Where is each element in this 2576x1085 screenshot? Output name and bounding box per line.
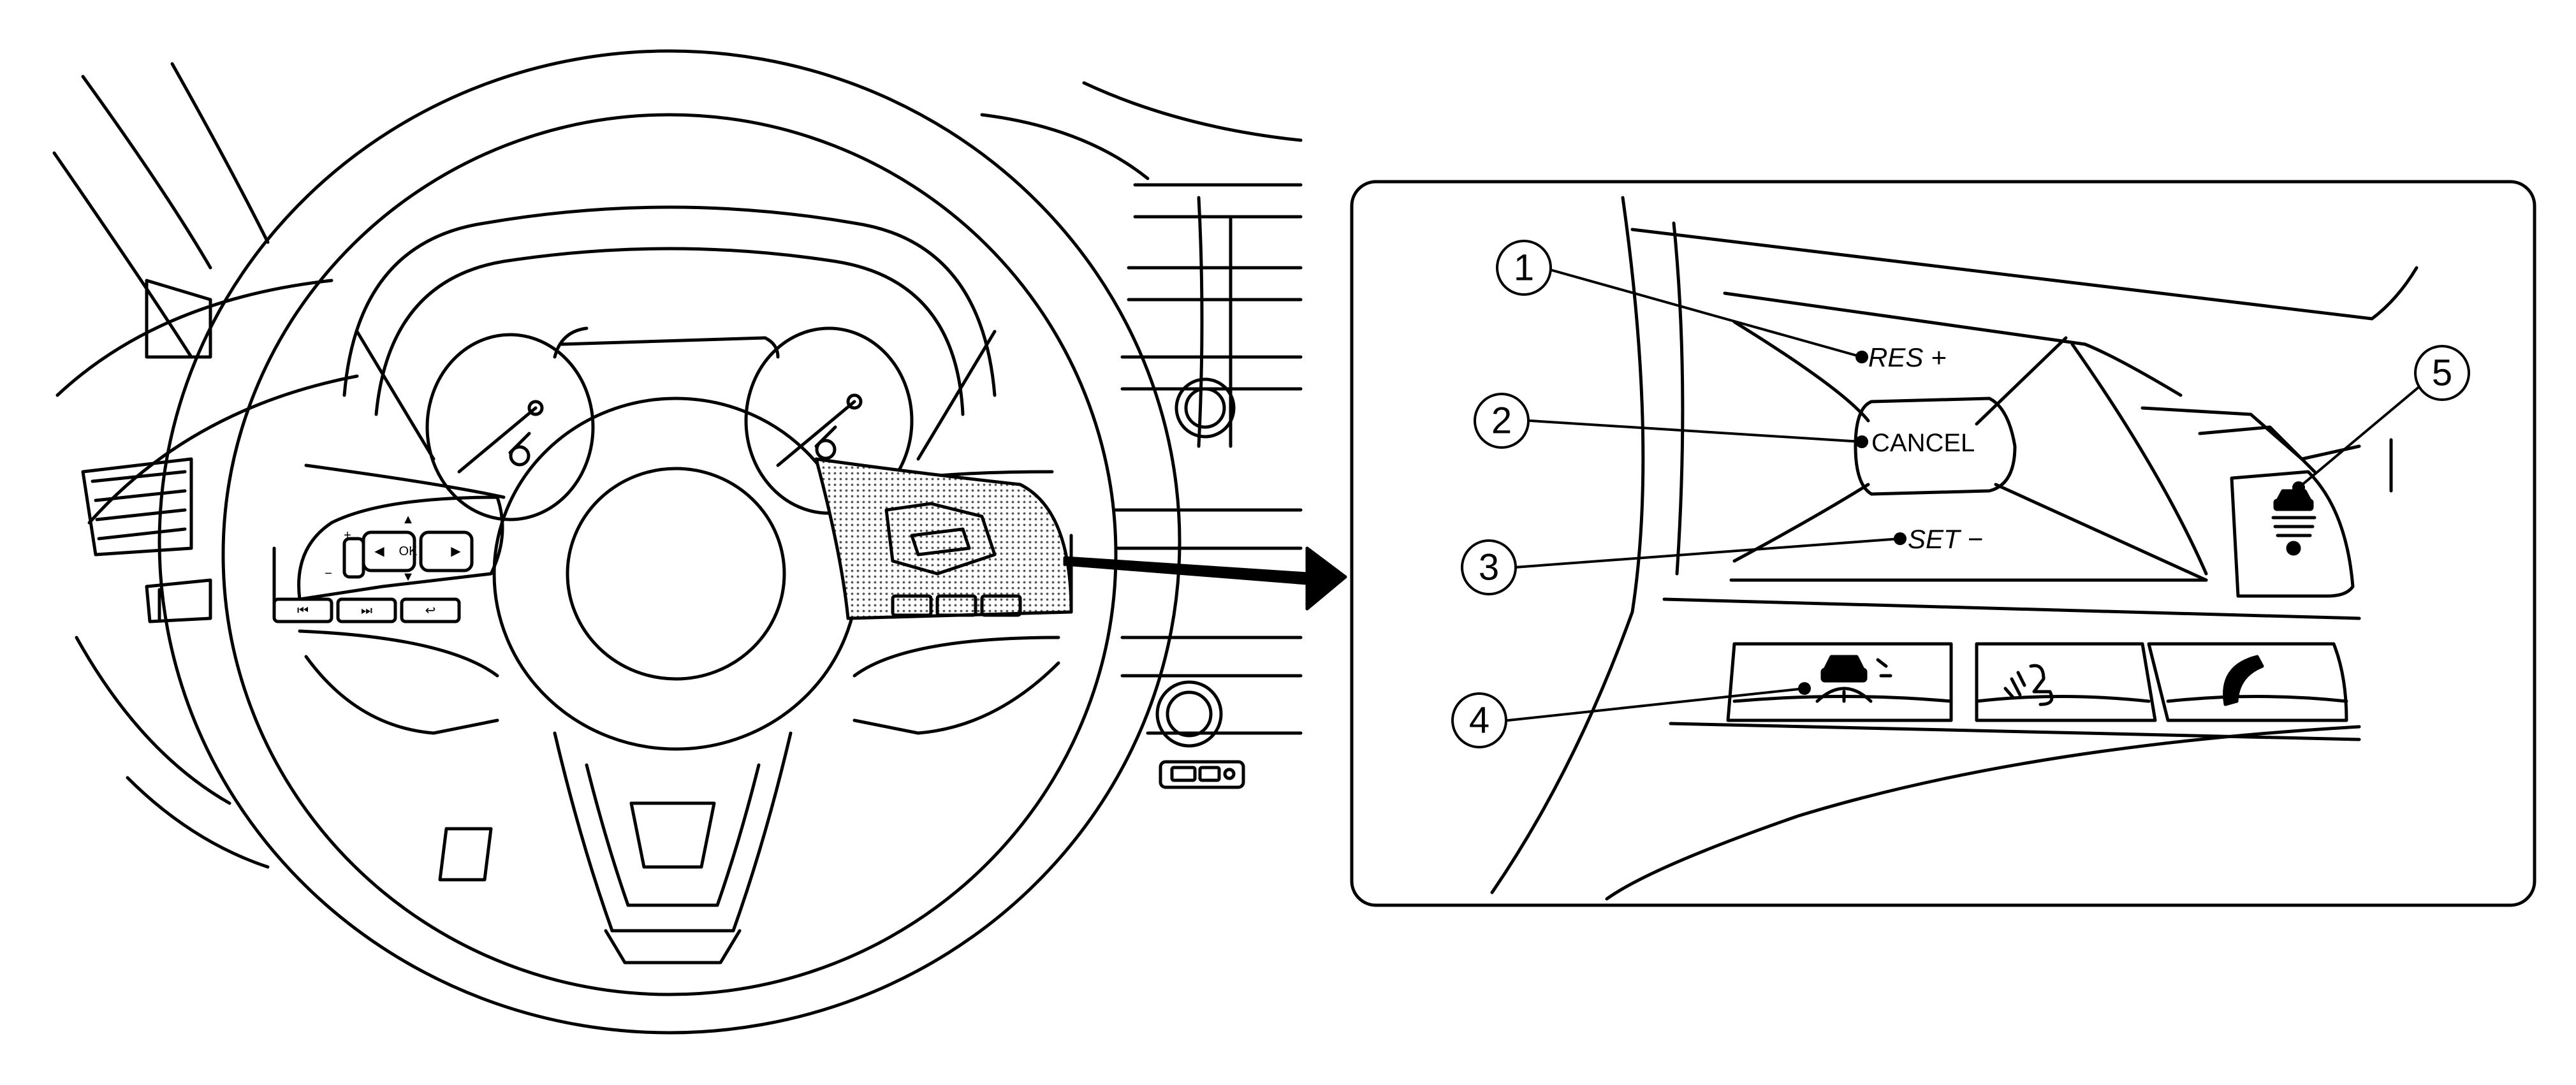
dashboard-outline bbox=[52, 62, 1303, 869]
voice-command-icon bbox=[2003, 664, 2054, 706]
leader-dots bbox=[1798, 351, 2305, 695]
callout-2-number: 2 bbox=[1491, 400, 1512, 442]
set-minus-label: SET − bbox=[1908, 524, 1983, 554]
res-plus-label: RES + bbox=[1868, 342, 1947, 372]
callout-circles bbox=[1451, 240, 2470, 748]
adaptive-cruise-icon bbox=[1815, 655, 1892, 703]
callout-1-number: 1 bbox=[1514, 247, 1534, 289]
left-switch-glyphs: + − OK ▲ ▼ ◀ ▶ ⏮ ⏭ ↩ bbox=[297, 513, 461, 618]
airbag-hub bbox=[492, 397, 860, 751]
wheel-spokes bbox=[272, 330, 1073, 965]
up-label: ▲ bbox=[402, 513, 414, 527]
right-label: ▶ bbox=[451, 544, 461, 558]
next-track-label: ⏭ bbox=[361, 604, 372, 618]
pointer-arrow-icon bbox=[1063, 546, 1347, 611]
cancel-label: CANCEL bbox=[1871, 429, 1975, 457]
distance-setting-icon bbox=[2271, 489, 2316, 556]
prev-track-label: ⏮ bbox=[297, 604, 309, 618]
instrument-cluster bbox=[342, 205, 997, 521]
left-audio-switches bbox=[272, 495, 504, 623]
center-vent-knob bbox=[1155, 377, 1245, 789]
callout-4-number: 4 bbox=[1469, 700, 1489, 741]
volume-up-label: + bbox=[344, 528, 351, 542]
phone-icon bbox=[2223, 655, 2264, 706]
callout-5-number: 5 bbox=[2432, 353, 2452, 394]
detail-inset bbox=[1350, 180, 2536, 907]
down-label: ▼ bbox=[402, 570, 414, 584]
steering-wheel-rim bbox=[157, 49, 1182, 1035]
back-label: ↩ bbox=[425, 604, 436, 618]
volume-down-label: − bbox=[325, 567, 332, 581]
right-cruise-switches-highlight bbox=[814, 457, 1073, 620]
left-label: ◀ bbox=[374, 544, 384, 558]
ok-label: OK bbox=[399, 544, 418, 558]
callout-3-number: 3 bbox=[1479, 547, 1499, 588]
